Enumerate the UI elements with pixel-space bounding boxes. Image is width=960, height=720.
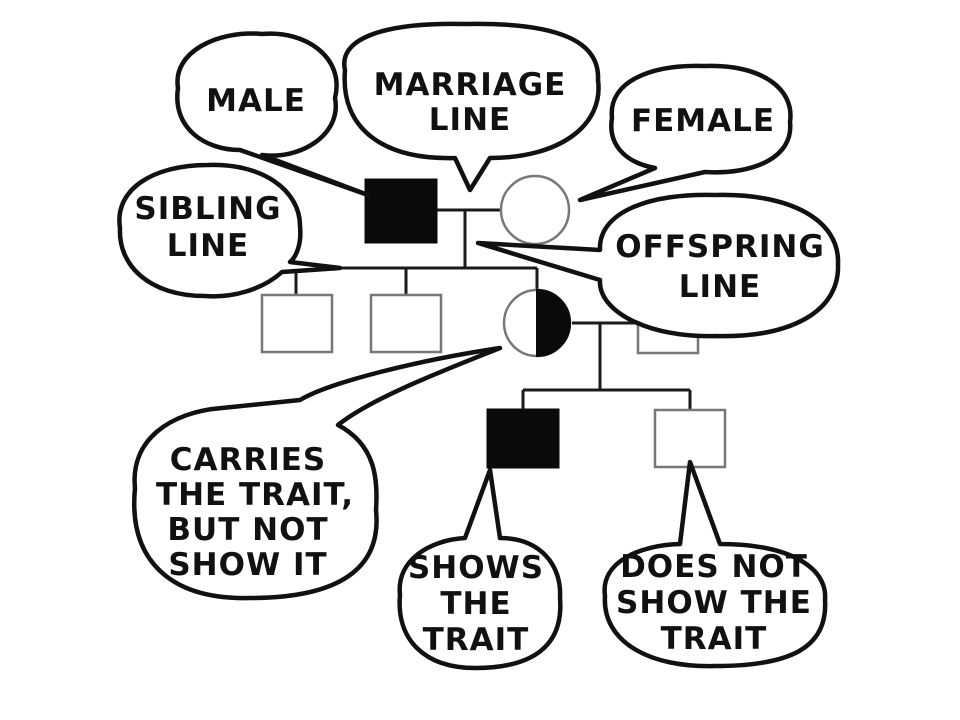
carrier-label-line1: CARRIES	[170, 442, 327, 478]
shows-label-line1: SHOWS	[408, 550, 544, 586]
sibling-line-callout: SIBLING LINE	[117, 162, 343, 299]
offspring-line-callout: OFFSPRING LINE	[475, 192, 841, 339]
carrier-callout: CARRIES THE TRAIT, BUT NOT SHOW IT	[132, 345, 503, 601]
female-callout: FEMALE	[577, 63, 793, 203]
unaffected-female-circle	[499, 174, 571, 246]
carrier-label-line2: THE TRAIT,	[156, 477, 354, 513]
male-callout: MALE	[175, 31, 371, 198]
marriage-label-line1: MARRIAGE	[374, 67, 567, 103]
sibling-label-line2: LINE	[167, 228, 249, 264]
does-not-label-line2: SHOW THE	[616, 585, 812, 621]
sibling-label-line1: SIBLING	[134, 191, 281, 227]
female-label: FEMALE	[631, 103, 775, 139]
callout-bubbles: MALE MARRIAGE LINE FEMALE SIBLING LINE O…	[117, 21, 841, 671]
shows-trait-callout: SHOWS THE TRAIT	[397, 467, 563, 671]
does-not-label-line3: TRAIT	[661, 621, 768, 657]
male-label: MALE	[206, 83, 306, 119]
offspring-label-line2: LINE	[679, 269, 761, 305]
marriage-line-callout: MARRIAGE LINE	[342, 21, 601, 193]
pedigree-symbols	[260, 174, 727, 469]
carrier-female-circle	[502, 288, 572, 358]
carrier-label-line3: BUT NOT	[167, 512, 328, 548]
marriage-label-line2: LINE	[429, 102, 511, 138]
carrier-label-line4: SHOW IT	[168, 547, 327, 583]
offspring-label-line1: OFFSPRING	[615, 229, 825, 265]
affected-male-square-2	[486, 408, 560, 469]
shows-label-line3: TRAIT	[423, 622, 530, 658]
unaffected-male-square-2	[369, 293, 443, 354]
does-not-label-line1: DOES NOT	[620, 549, 808, 585]
does-not-show-callout: DOES NOT SHOW THE TRAIT	[602, 459, 828, 669]
shows-label-line2: THE	[440, 586, 511, 622]
unaffected-male-square-3	[653, 408, 727, 469]
affected-male-square	[364, 178, 438, 244]
unaffected-male-square-1	[260, 293, 334, 354]
